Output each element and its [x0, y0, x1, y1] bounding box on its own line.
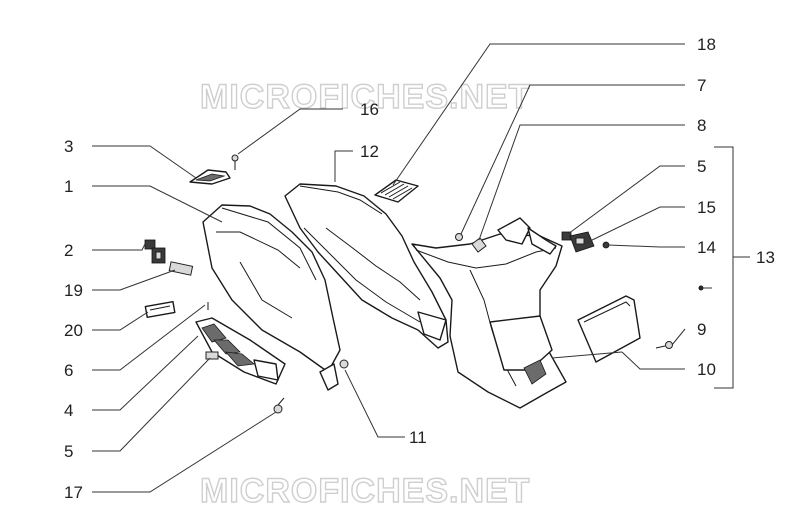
callout-19: 19 [64, 281, 83, 300]
callout-6: 6 [64, 361, 73, 380]
part-bracket-15 [569, 231, 595, 253]
part-cover-plate-10 [577, 295, 641, 363]
callout-20: 20 [64, 321, 83, 340]
callout-7: 7 [697, 76, 706, 95]
part-center-panel-12 [284, 183, 449, 349]
part-label-20 [144, 300, 176, 319]
callout-1: 1 [64, 177, 73, 196]
part-clip-8 [471, 237, 487, 253]
part-lower-cover-4 [195, 317, 286, 385]
part-clip-5-left [205, 351, 219, 360]
part-front-assembly-13 [411, 217, 567, 409]
leader-lines [92, 43, 750, 493]
callout-10: 10 [697, 360, 716, 379]
watermark-bottom: MICROFICHES.NET [200, 472, 530, 510]
part-grip-3 [189, 169, 231, 185]
callout-5-right: 5 [697, 157, 706, 176]
part-screw-11 [319, 359, 349, 391]
part-clip-2 [144, 239, 166, 264]
callout-16: 16 [360, 100, 379, 119]
part-screw-7 [455, 233, 463, 241]
watermark-top: MICROFICHES.NET [200, 78, 530, 116]
callout-12: 12 [360, 142, 379, 161]
callout-14: 14 [697, 238, 716, 257]
callout-2: 2 [64, 241, 73, 260]
callout-18: 18 [697, 35, 716, 54]
callout-8: 8 [697, 116, 706, 135]
part-label-19 [168, 261, 194, 276]
part-screw-17 [273, 397, 285, 414]
callout-9: 9 [697, 320, 706, 339]
callout-5-left: 5 [64, 442, 73, 461]
callout-15: 15 [697, 198, 716, 217]
callout-11: 11 [409, 428, 427, 447]
part-screw-9 [655, 341, 673, 349]
part-screw-16 [231, 154, 239, 170]
part-grille-18 [374, 179, 419, 203]
callout-4: 4 [64, 401, 73, 420]
callout-17: 17 [64, 483, 83, 502]
part-left-side-panel [202, 204, 341, 373]
callout-3: 3 [64, 137, 73, 156]
callout-13: 13 [756, 248, 775, 267]
